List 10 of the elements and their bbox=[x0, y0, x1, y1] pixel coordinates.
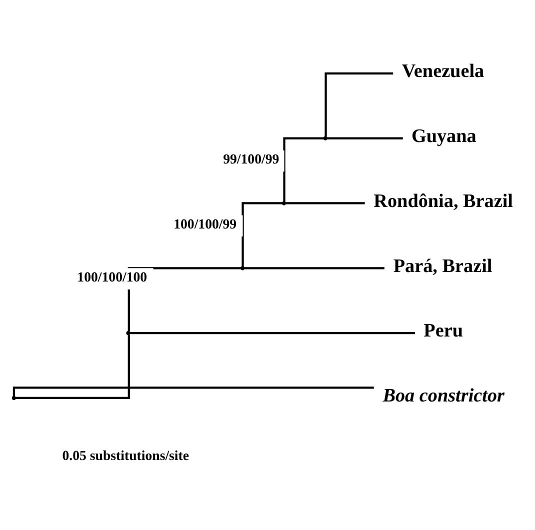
edge-label: 99/100/99 bbox=[223, 151, 280, 166]
node-text: Peru bbox=[424, 320, 464, 342]
node-text: Rondônia, Brazil bbox=[374, 190, 513, 212]
edge-label: 100/100/100 bbox=[77, 268, 148, 284]
node-text: Venezuela bbox=[402, 60, 484, 82]
node-text: Boa constrictor bbox=[382, 385, 504, 406]
node-text: Pará, Brazil bbox=[393, 255, 492, 276]
node-text: Guyana bbox=[411, 125, 476, 146]
edge-label: 100/100/99 bbox=[174, 216, 237, 231]
label: 0.05 substitutions/site bbox=[62, 448, 190, 463]
